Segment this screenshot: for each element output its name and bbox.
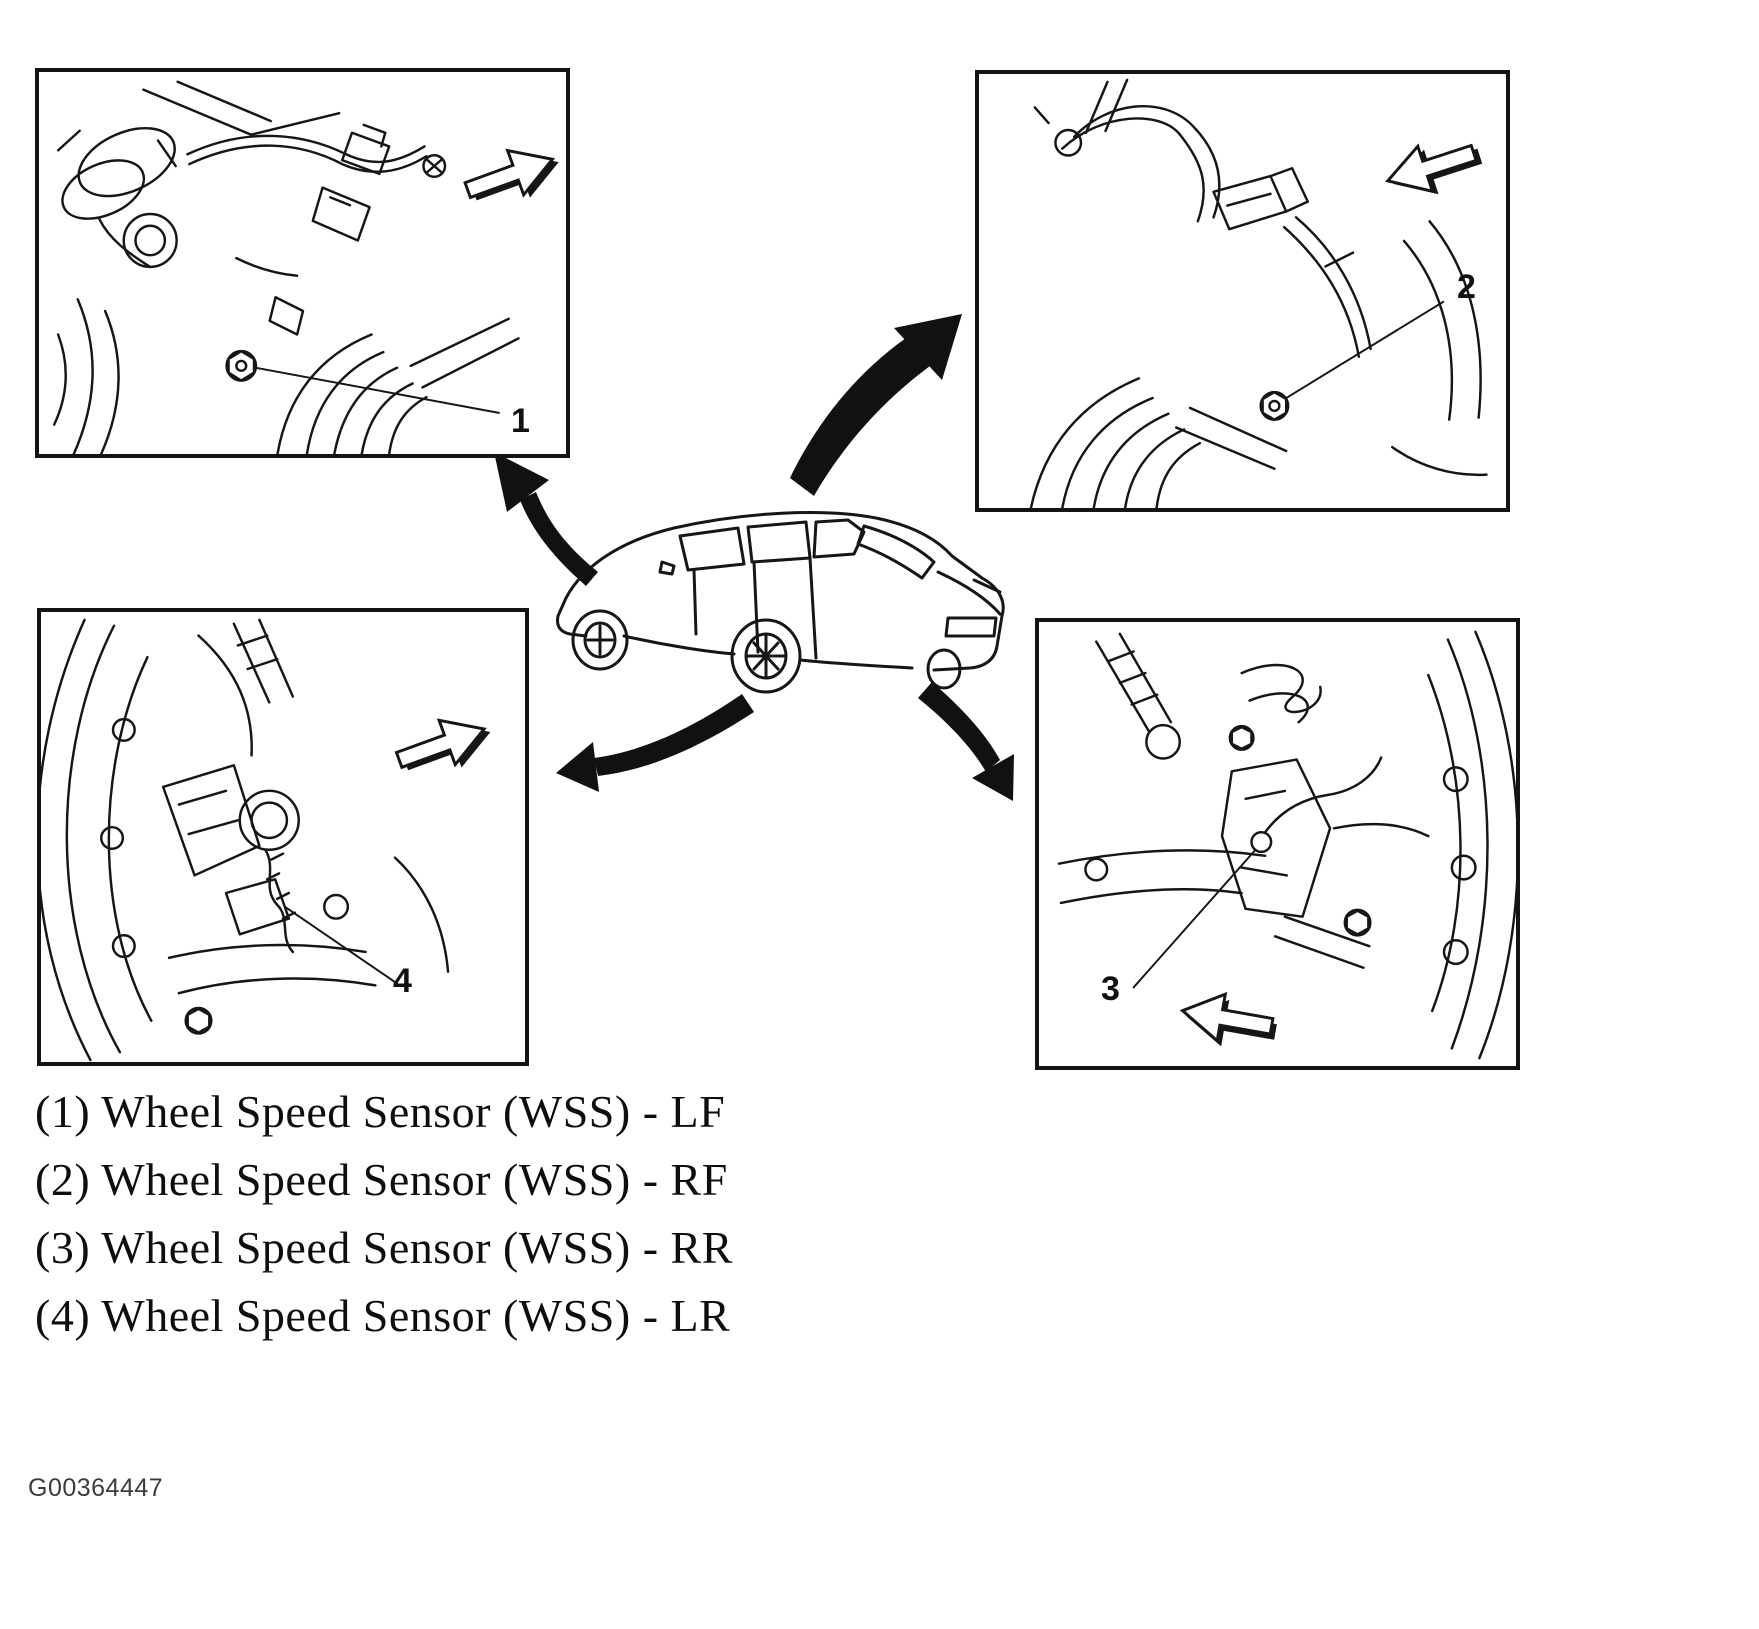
detail-panel-lf: 1 bbox=[35, 68, 570, 458]
arrow-to-lr-panel bbox=[556, 694, 754, 792]
rf-detail-art bbox=[1029, 78, 1488, 508]
direction-arrow-icon bbox=[1179, 991, 1277, 1047]
lr-detail-art bbox=[41, 618, 491, 1062]
legend-item-lr: (4) Wheel Speed Sensor (WSS) - LR bbox=[35, 1290, 731, 1341]
arrow-to-rr-panel bbox=[918, 682, 1014, 801]
lf-detail-art bbox=[52, 80, 559, 454]
direction-arrow-icon bbox=[463, 148, 559, 201]
legend: (1) Wheel Speed Sensor (WSS) - LF (2) Wh… bbox=[35, 1078, 733, 1350]
detail-panel-rr: 3 bbox=[1035, 618, 1520, 1070]
figure-id: G00364447 bbox=[28, 1474, 164, 1502]
callout-3: 3 bbox=[1101, 970, 1120, 1008]
direction-arrow-icon bbox=[394, 718, 491, 771]
callout-2: 2 bbox=[1457, 268, 1476, 306]
legend-item-rf: (2) Wheel Speed Sensor (WSS) - RF bbox=[35, 1154, 728, 1205]
detail-panel-rf: 2 bbox=[975, 70, 1510, 512]
rr-detail-art bbox=[1057, 630, 1516, 1060]
car-illustration bbox=[556, 511, 1005, 694]
callout-1: 1 bbox=[511, 402, 530, 440]
detail-panel-lr: 4 bbox=[37, 608, 529, 1066]
direction-arrow-icon bbox=[1385, 143, 1483, 195]
callout-4: 4 bbox=[393, 962, 412, 1000]
arrow-to-rf-panel bbox=[790, 314, 962, 496]
arrow-to-lf-panel bbox=[494, 452, 598, 586]
legend-item-lf: (1) Wheel Speed Sensor (WSS) - LF bbox=[35, 1086, 726, 1137]
legend-item-rr: (3) Wheel Speed Sensor (WSS) - RR bbox=[35, 1222, 733, 1273]
